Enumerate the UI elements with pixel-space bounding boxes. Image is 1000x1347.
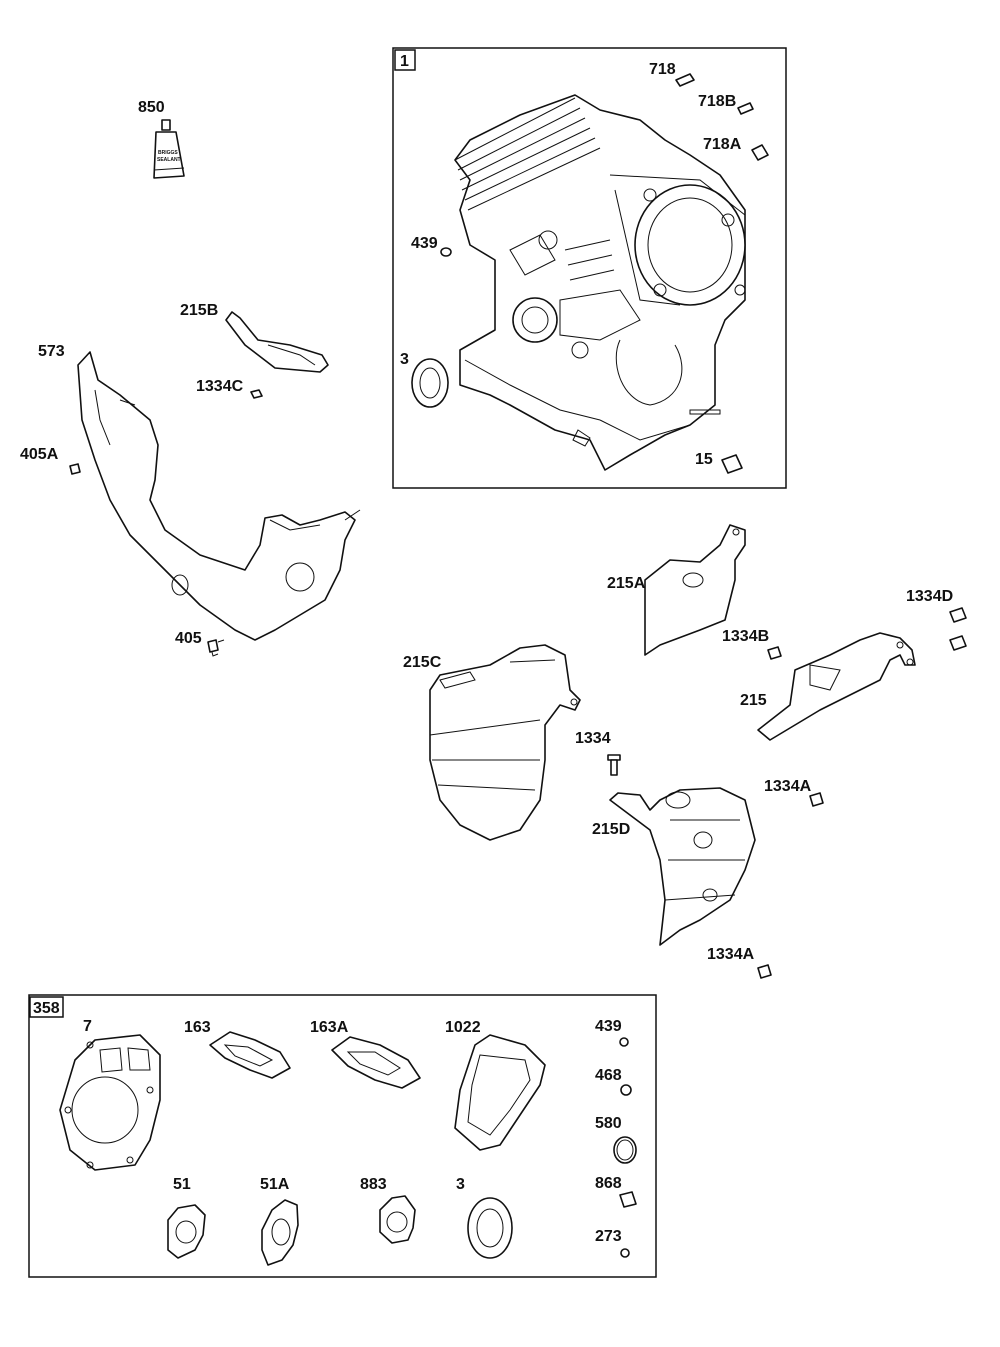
label-1334C: 1334C — [196, 378, 244, 395]
gasket-set-tag-box — [29, 996, 64, 1018]
label-468: 468 — [595, 1067, 622, 1084]
bushing-15 — [721, 454, 743, 474]
label-163A: 163A — [310, 1019, 349, 1036]
gasket-set-tag: 358 — [33, 1000, 60, 1017]
label-3-kit: 3 — [456, 1176, 465, 1193]
label-718A: 718A — [703, 136, 742, 153]
sealant-text-line2: SEALANT — [157, 157, 181, 163]
label-273: 273 — [595, 1228, 622, 1245]
label-439-kit: 439 — [595, 1018, 622, 1035]
oil-seal-3-kit: 3 — [456, 1176, 513, 1259]
label-580: 580 — [595, 1115, 622, 1132]
label-215D: 215D — [592, 821, 630, 838]
label-1334B: 1334B — [722, 628, 769, 645]
label-1022: 1022 — [445, 1019, 481, 1036]
bolts-1334D: 1334D — [906, 588, 967, 651]
label-215B: 215B — [180, 302, 218, 319]
label-1334: 1334 — [575, 730, 611, 747]
exhaust-gasket-163: 163 — [184, 1019, 291, 1079]
label-215: 215 — [740, 692, 767, 709]
label-3-top: 3 — [400, 351, 409, 368]
label-405: 405 — [175, 630, 202, 647]
engine-block-tag: 1 — [400, 53, 409, 70]
label-573: 573 — [38, 343, 65, 360]
shield-215: 215 — [740, 632, 916, 741]
gasket-set-box — [28, 994, 657, 1278]
label-51A: 51A — [260, 1176, 290, 1193]
label-51: 51 — [173, 1176, 191, 1193]
screw-1334A-upper: 1334A — [764, 778, 824, 807]
label-718: 718 — [649, 61, 676, 78]
label-718B: 718B — [698, 93, 736, 110]
gasket-883: 883 — [360, 1176, 416, 1244]
gasket-set-group: 358 7 163 163A — [28, 994, 657, 1278]
washer-439-kit: 439 — [595, 1018, 629, 1047]
head-gasket-7: 7 — [59, 1018, 161, 1171]
engine-block-box — [392, 47, 787, 489]
label-850: 850 — [138, 99, 165, 116]
engine-block-tag-box — [394, 49, 416, 71]
bolt-1334: 1334 — [575, 730, 621, 776]
screw-405: 405 — [175, 630, 225, 657]
label-1334A-upper: 1334A — [764, 778, 812, 795]
label-883: 883 — [360, 1176, 387, 1193]
washer-439-top — [440, 247, 452, 257]
screw-1334C: 1334C — [196, 378, 263, 399]
label-405A: 405A — [20, 446, 59, 463]
label-15: 15 — [695, 451, 713, 468]
exhaust-gasket-163A: 163A — [310, 1019, 421, 1089]
sleeve-868: 868 — [595, 1175, 637, 1208]
gasket-51A: 51A — [260, 1176, 299, 1266]
cylinder-block-drawing — [454, 94, 746, 471]
screw-1334B: 1334B — [722, 628, 782, 660]
dowel-sleeve-718A — [751, 144, 769, 161]
dowel-pin-718B — [737, 102, 754, 115]
shield-215C: 215C — [403, 644, 581, 841]
gasket-51: 51 — [167, 1176, 206, 1259]
washer-273: 273 — [595, 1228, 630, 1258]
label-1334A-lower: 1334A — [707, 946, 755, 963]
engine-block-group: 1 — [392, 47, 787, 489]
label-1334D: 1334D — [906, 588, 953, 605]
sealant-text-line1: BRIGGS — [158, 150, 178, 156]
valve-cover-gasket-1022: 1022 — [445, 1019, 546, 1151]
label-215A: 215A — [607, 575, 646, 592]
washer-468: 468 — [595, 1067, 632, 1096]
sealant-tube-850: 850 BRIGGS SEALANT — [138, 99, 185, 179]
screw-405A: 405A — [20, 446, 81, 475]
label-7: 7 — [83, 1018, 92, 1035]
o-ring-580: 580 — [595, 1115, 637, 1164]
backplate-573: 573 — [38, 343, 361, 641]
screw-1334A-lower: 1334A — [707, 946, 772, 979]
shield-215D: 215D — [592, 787, 756, 946]
label-163: 163 — [184, 1019, 211, 1036]
label-439-top: 439 — [411, 235, 438, 252]
oil-seal-3-top — [411, 358, 449, 408]
label-215C: 215C — [403, 654, 442, 671]
dowel-pin-718 — [675, 73, 695, 87]
label-868: 868 — [595, 1175, 622, 1192]
shield-215A: 215A — [607, 524, 746, 656]
shield-215B: 215B — [180, 302, 329, 373]
